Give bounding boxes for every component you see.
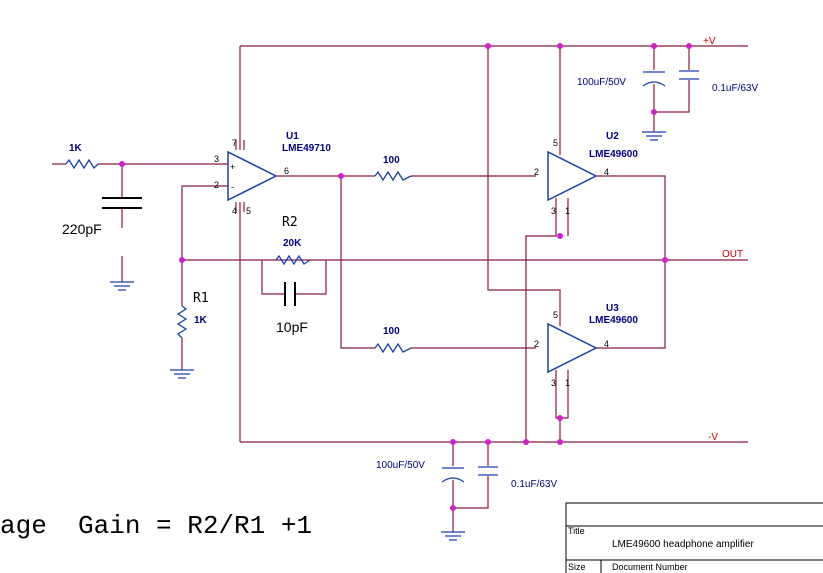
ground-icon-r1 <box>170 369 194 379</box>
u3-pin-2: 2 <box>534 339 539 349</box>
r-u3-value: 100 <box>383 326 400 337</box>
capacitor-neg-film <box>478 466 498 476</box>
c-pos-film-value: 0.1uF/63V <box>712 83 758 94</box>
r2-ref: R2 <box>282 215 298 230</box>
resistor-input <box>65 158 99 170</box>
u1-ref: U1 <box>286 131 299 142</box>
u2-ref: U2 <box>606 131 619 142</box>
c-neg-film-value: 0.1uF/63V <box>511 479 557 490</box>
net-label-out: OUT <box>722 249 743 260</box>
capacitor-neg-electrolytic <box>441 467 465 483</box>
c-input-value: 220pF <box>62 221 102 237</box>
u3-pin-5: 5 <box>553 310 558 320</box>
u2-pin-3: 3 <box>551 206 556 216</box>
title-block <box>565 502 823 573</box>
opamp-u1: + - <box>227 140 278 212</box>
u3-part: LME49600 <box>589 315 638 326</box>
capacitor-feedback <box>284 282 296 306</box>
gain-formula: age Gain = R2/R1 +1 <box>0 511 312 541</box>
r1-ref: R1 <box>193 291 209 306</box>
capacitor-pos-electrolytic <box>642 71 666 87</box>
net-label-pos-rail: +V <box>703 36 716 47</box>
u2-pin-1: 1 <box>565 206 570 216</box>
u1-pin-4: 4 <box>232 206 237 216</box>
u1-part: LME49710 <box>282 143 331 154</box>
r2-value: 20K <box>283 238 302 249</box>
capacitor-pos-film <box>679 70 699 80</box>
u3-pin-4: 4 <box>604 339 609 349</box>
u1-pin-2: 2 <box>214 180 219 190</box>
u2-part: LME49600 <box>589 149 638 160</box>
document-number-label: Document Number <box>612 562 688 572</box>
u1-pin-3: 3 <box>214 154 219 164</box>
net-label-neg-rail: -V <box>708 432 718 443</box>
u1-pin-6: 6 <box>284 166 289 176</box>
buffer-u3 <box>547 310 598 384</box>
u1-pin-7: 7 <box>232 138 237 148</box>
u3-pin-1: 1 <box>565 378 570 388</box>
size-label: Size <box>568 562 586 572</box>
r1-value: 1K <box>194 315 208 326</box>
u3-pin-3: 3 <box>551 378 556 388</box>
ground-icon-input <box>110 281 134 291</box>
u2-pin-2: 2 <box>534 167 539 177</box>
ground-icon-neg-decoupling <box>441 531 465 541</box>
c-feedback-value: 10pF <box>276 319 308 335</box>
u2-pin-4: 4 <box>604 167 609 177</box>
capacitor-input <box>102 197 142 209</box>
r-u2-value: 100 <box>383 155 400 166</box>
resistor-u3-input <box>374 342 412 354</box>
u3-ref: U3 <box>606 303 619 314</box>
resistor-r2 <box>275 254 311 266</box>
junction-dots <box>119 43 692 511</box>
r-input-value: 1K <box>69 143 83 154</box>
title-value: LME49600 headphone amplifier <box>612 539 754 550</box>
resistor-r1 <box>176 305 188 339</box>
resistor-u2-input <box>374 170 412 182</box>
c-neg-elec-value: 100uF/50V <box>376 460 425 471</box>
u1-pin-5: 5 <box>246 206 251 216</box>
u1-minus-sign: - <box>231 182 234 192</box>
u2-pin-5: 5 <box>553 138 558 148</box>
buffer-u2 <box>547 140 598 212</box>
c-pos-elec-value: 100uF/50V <box>577 77 626 88</box>
ground-icon-pos-decoupling <box>642 131 666 141</box>
title-label: Title <box>568 526 585 536</box>
u1-plus-sign: + <box>230 162 235 172</box>
